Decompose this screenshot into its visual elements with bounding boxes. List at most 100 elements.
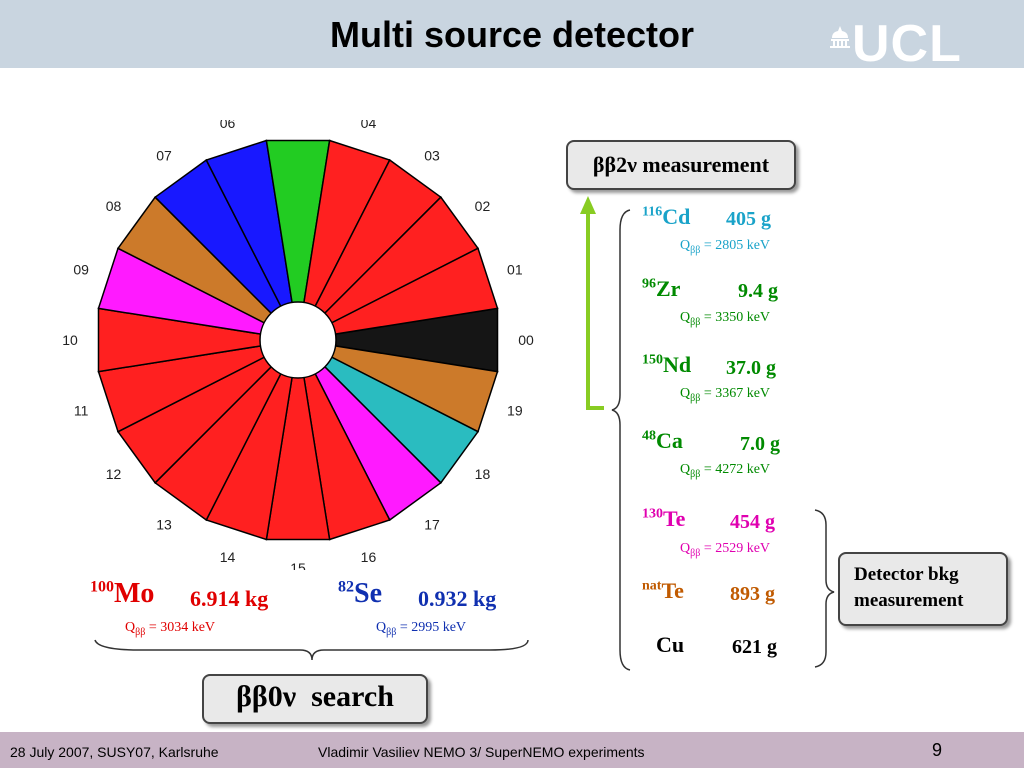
sector-label-00: 00	[518, 332, 534, 348]
source-foil-wheel: 0019181716151413121110090807060504030201	[62, 120, 534, 570]
se-symbol: Se	[354, 578, 382, 609]
cd-q-sub: ββ	[690, 244, 701, 256]
measurement-box-label: ββ2ν measurement	[592, 152, 770, 177]
sector-label-12: 12	[106, 466, 122, 482]
sector-01	[297, 247, 499, 341]
nd-mass-number: 150	[642, 352, 663, 368]
se-mass-number: 82	[338, 578, 354, 596]
zr-q-sub: ββ	[690, 316, 701, 328]
portico-icon	[830, 26, 850, 48]
sector-label-19: 19	[507, 402, 523, 418]
ca-isotope: 48Ca	[642, 428, 683, 454]
sector-label-15: 15	[290, 560, 306, 570]
te130-isotope: 130Te	[642, 506, 685, 532]
ca-mass-number: 48	[642, 428, 656, 444]
footer-author: Vladimir Vasiliev NEMO 3/ SuperNEMO expe…	[318, 744, 645, 760]
cd-mass-number: 116	[642, 204, 663, 220]
te130-mass-number: 130	[642, 506, 663, 522]
mo-q-label: Q	[125, 620, 136, 635]
bottom-brace	[94, 639, 529, 661]
cd-q-val: = 2805 keV	[703, 238, 771, 253]
logo-text: UCL	[852, 15, 962, 73]
mo-q-sub: ββ	[135, 626, 146, 638]
sector-label-17: 17	[424, 516, 440, 532]
sector-label-18: 18	[475, 466, 491, 482]
sector-label-07: 07	[156, 148, 172, 164]
page-number: 9	[932, 740, 943, 760]
cd-q-value: Qββ = 2805 keV	[680, 238, 770, 256]
zr-q-label: Q	[680, 310, 691, 325]
se-q-label: Q	[376, 620, 387, 635]
wheel-center-hole	[259, 301, 337, 379]
sector-label-13: 13	[156, 516, 172, 532]
ca-q-val: = 4272 keV	[703, 462, 771, 477]
left-brace	[611, 209, 631, 671]
mo-mass: 6.914 kg	[190, 586, 269, 611]
zr-isotope: 96Zr	[642, 276, 680, 302]
mo-q-value: Qββ = 3034 keV	[125, 620, 215, 638]
sector-label-02: 02	[475, 198, 491, 214]
bkg-box: Detector bkg measurement	[838, 552, 1008, 626]
zr-mass: 9.4 g	[738, 280, 778, 302]
te130-q-val: = 2529 keV	[703, 541, 771, 556]
slide-title: Multi source detector	[329, 14, 695, 55]
tenat-mass-number: nat	[642, 578, 662, 594]
sector-label-04: 04	[361, 120, 377, 131]
zr-mass-number: 96	[642, 276, 656, 292]
cd-q-label: Q	[680, 238, 691, 253]
te130-symbol: Te	[663, 506, 686, 531]
right-brace	[814, 509, 835, 668]
sector-label-08: 08	[106, 198, 122, 214]
sector-label-14: 14	[220, 549, 236, 565]
mo-isotope: 100Mo	[90, 578, 154, 610]
cu-mass: 621 g	[732, 636, 777, 658]
sector-label-06: 06	[220, 120, 236, 131]
tenat-symbol: Te	[661, 578, 684, 603]
se-q-val: = 2995 keV	[399, 620, 467, 635]
footer-bar: 28 July 2007, SUSY07, Karlsruhe Vladimir…	[0, 732, 1024, 768]
tenat-mass: 893 g	[730, 583, 775, 605]
bkg-box-line2: measurement	[854, 590, 964, 611]
sector-label-10: 10	[62, 332, 78, 348]
te130-q-value: Qββ = 2529 keV	[680, 541, 770, 559]
zr-symbol: Zr	[656, 276, 681, 301]
search-box-label: ββ0ν search	[236, 680, 394, 713]
ca-symbol: Ca	[656, 428, 683, 453]
mo-mass-number: 100	[90, 578, 114, 596]
cu-isotope: Cu	[656, 632, 684, 658]
green-bracket	[586, 210, 604, 410]
ca-q-sub: ββ	[690, 468, 701, 480]
zr-q-value: Qββ = 3350 keV	[680, 310, 770, 328]
nd-q-val: = 3367 keV	[703, 386, 771, 401]
search-box: ββ0ν search	[202, 674, 428, 724]
nd-q-label: Q	[680, 386, 691, 401]
mo-symbol: Mo	[114, 578, 155, 609]
nd-isotope: 150Nd	[642, 352, 691, 378]
sector-label-03: 03	[424, 148, 440, 164]
nd-mass: 37.0 g	[726, 357, 776, 379]
se-isotope: 82Se	[338, 578, 382, 610]
zr-q-val: = 3350 keV	[703, 310, 771, 325]
bkg-box-line1: Detector bkg	[854, 564, 959, 585]
sector-label-16: 16	[361, 549, 377, 565]
se-q-sub: ββ	[386, 626, 397, 638]
measurement-box: ββ2ν measurement	[566, 140, 796, 190]
sector-label-01: 01	[507, 262, 523, 278]
nd-q-sub: ββ	[690, 392, 701, 404]
ca-mass: 7.0 g	[740, 433, 780, 455]
se-mass: 0.932 kg	[418, 586, 497, 611]
ca-q-value: Qββ = 4272 keV	[680, 462, 770, 480]
nd-symbol: Nd	[663, 352, 692, 377]
sector-label-11: 11	[74, 402, 89, 418]
sector-label-09: 09	[73, 262, 89, 278]
green-arrowhead	[580, 196, 596, 214]
cd-symbol: Cd	[662, 204, 691, 229]
te130-q-sub: ββ	[690, 547, 701, 559]
te130-q-label: Q	[680, 541, 691, 556]
tenat-isotope: natTe	[642, 578, 684, 604]
ca-q-label: Q	[680, 462, 691, 477]
nd-q-value: Qββ = 3367 keV	[680, 386, 770, 404]
se-q-value: Qββ = 2995 keV	[376, 620, 466, 638]
ucl-logo: UCL	[830, 15, 1000, 73]
